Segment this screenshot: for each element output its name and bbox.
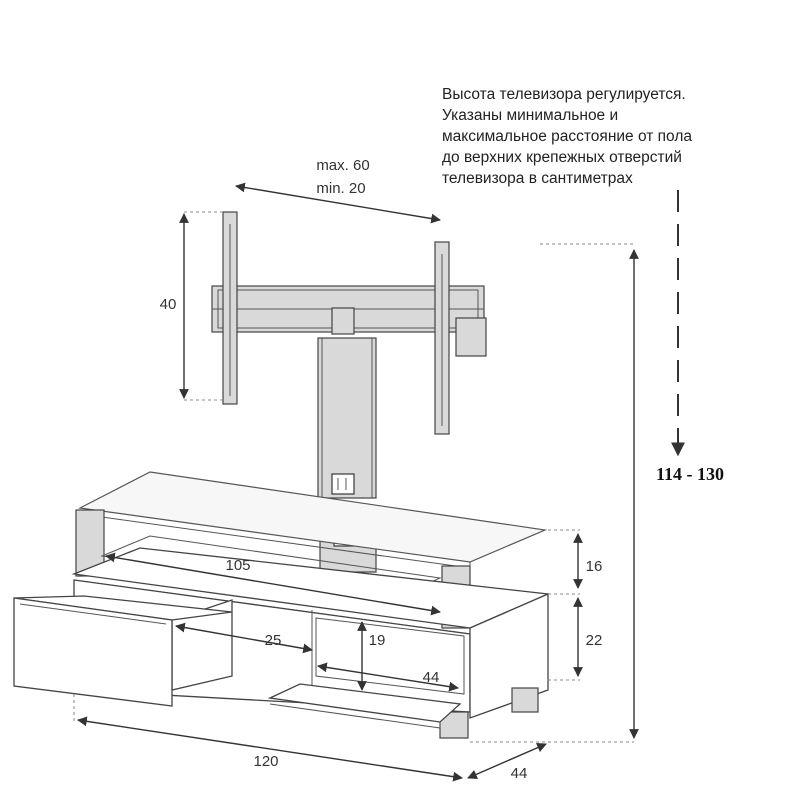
label-bracket-width-min: min. 20 (316, 180, 365, 197)
note-line-2: Указаны минимальное и (442, 107, 619, 124)
label-total-height: 114 - 130 (656, 464, 724, 484)
label-drawer-depth: 25 (265, 632, 282, 649)
label-bracket-width-max: max. 60 (316, 157, 369, 174)
note-line-5: телевизора в сантиметрах (442, 170, 633, 187)
label-cabinet-height: 22 (586, 632, 603, 649)
cable-port-upper (331, 473, 355, 495)
label-shelf-width: 105 (225, 557, 250, 574)
label-inner-height: 19 (369, 632, 386, 649)
note-line-4: до верхних крепежных отверстий (442, 149, 682, 166)
cabinet-side (469, 593, 549, 719)
bracket-center-block (331, 307, 355, 335)
label-inner-width: 44 (423, 669, 440, 686)
label-total-width: 120 (253, 753, 278, 770)
dimension-lines (73, 182, 639, 782)
label-bracket-height: 40 (160, 296, 177, 313)
glass-top (78, 471, 548, 563)
note-line-1: Высота телевизора регулируется. (442, 86, 686, 103)
bracket-rail-end (455, 317, 487, 357)
label-total-depth: 44 (511, 765, 528, 782)
note-line-3: максимальное расстояние от пола (442, 128, 692, 145)
flap-door (267, 683, 462, 723)
label-glass-shelf-height: 16 (586, 558, 603, 575)
support-column (317, 337, 377, 499)
tv-height-note: Высота телевизора регулируется. Указаны … (442, 84, 782, 189)
foot-back-right (511, 687, 539, 713)
